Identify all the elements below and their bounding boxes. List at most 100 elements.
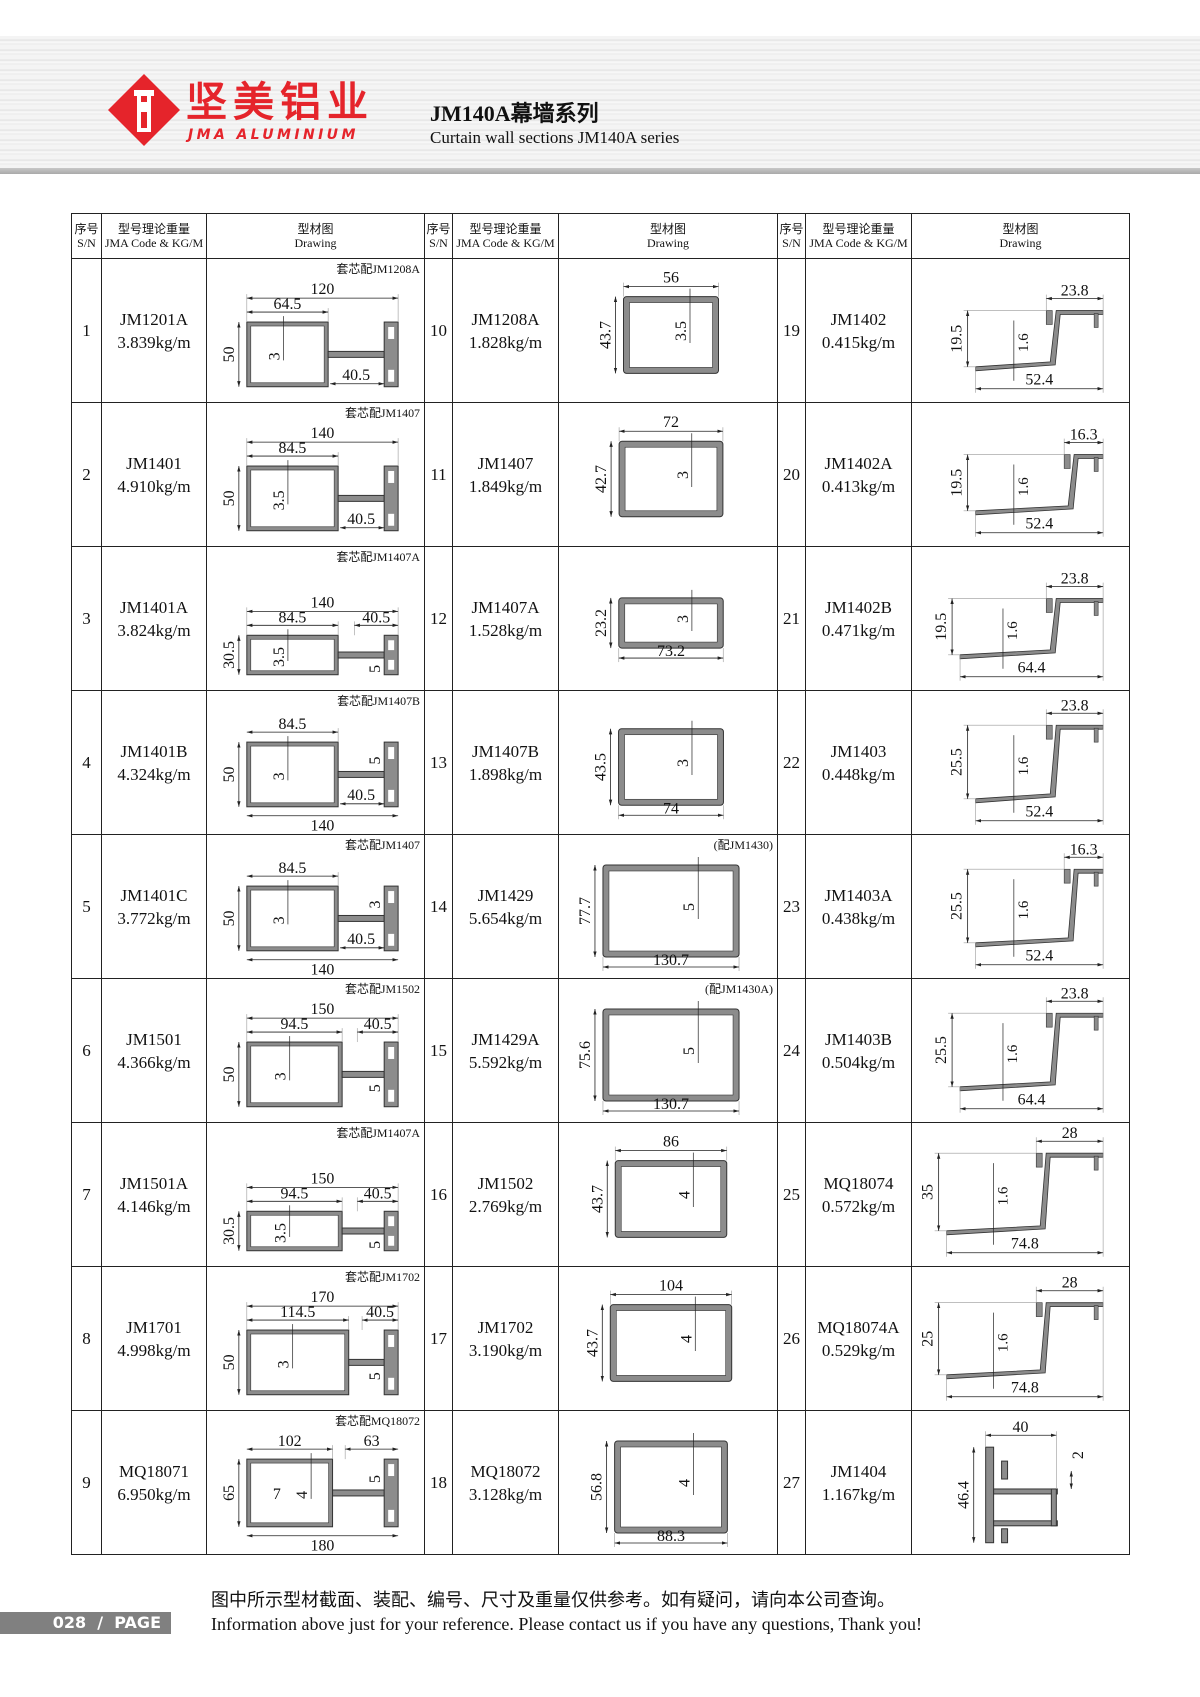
- assembly-note: 套芯配JM1208A: [336, 262, 420, 276]
- tee-hook: [1001, 1460, 1009, 1480]
- profile-lip: [1093, 1015, 1099, 1031]
- profile-channel: [383, 1210, 399, 1252]
- profile-weight: 3.128kg/m: [468, 1484, 543, 1504]
- channel-slot: [388, 747, 395, 760]
- dim-wall: 3.5: [271, 490, 288, 510]
- dim-total: 120: [311, 281, 335, 298]
- profile-code: JM1401C: [120, 885, 188, 905]
- dim-height: 23.2: [593, 609, 610, 637]
- dim-height: 43.5: [593, 753, 610, 781]
- dim-right: 40.5: [342, 367, 370, 384]
- serial-number: 9: [71, 1410, 102, 1555]
- profile-weight: 6.950kg/m: [117, 1484, 191, 1504]
- flashing-profile: [975, 868, 1104, 948]
- dim-height: 19.5: [933, 613, 950, 641]
- serial-number: 7: [71, 1122, 102, 1267]
- channel-slot: [388, 1047, 395, 1059]
- profile-web: [337, 914, 385, 922]
- dim-height: 50: [221, 1066, 238, 1082]
- serial-number: 22: [777, 690, 806, 835]
- sn-header-en: S/N: [77, 236, 96, 250]
- dim-bottom: 52.4: [1025, 948, 1053, 965]
- assembly-note: 套芯配JM1407B: [337, 694, 420, 708]
- dim-wall: 3: [276, 1360, 293, 1368]
- drawing-header-en: Drawing: [294, 236, 337, 250]
- page-title: JM140A幕墙系列: [430, 101, 599, 126]
- dim-extra: 5: [367, 1241, 384, 1249]
- dim-height: 42.7: [593, 465, 610, 493]
- assembly-note: 套芯配JM1502: [345, 982, 420, 996]
- flashing-profile: [975, 310, 1104, 372]
- channel-slot: [388, 1335, 395, 1347]
- dim-height: 50: [221, 910, 238, 926]
- dim-top: 23.8: [1061, 571, 1089, 588]
- profile-weight: 0.413kg/m: [821, 476, 896, 496]
- tube-hollow: [608, 1014, 734, 1096]
- profile-code: JM1402B: [824, 597, 893, 617]
- serial-number: 18: [424, 1410, 453, 1555]
- dim-wall: 3: [271, 772, 288, 780]
- profile-weight: 1.828kg/m: [468, 332, 543, 352]
- dim-left: 94.5: [281, 1185, 309, 1202]
- profile-weight: 1.528kg/m: [468, 620, 543, 640]
- channel-slot: [388, 1509, 395, 1522]
- channel-slot: [388, 513, 395, 526]
- profile-weight: 3.824kg/m: [117, 620, 191, 640]
- flashing-profile: [946, 1152, 1104, 1236]
- dim-left: 84.5: [279, 860, 307, 877]
- profile-code: JM1429: [477, 885, 534, 905]
- dim-wall: 4: [678, 1335, 695, 1343]
- dim-height: 25.5: [949, 892, 966, 920]
- dim-right: 40.5: [347, 787, 375, 804]
- profile-hook: [1045, 1012, 1053, 1028]
- profile-weight: 0.529kg/m: [821, 1340, 896, 1360]
- serial-number: 12: [424, 546, 453, 691]
- profile-chamber-hollow: [250, 1045, 339, 1104]
- profile-web: [337, 494, 385, 502]
- serial-number: 8: [71, 1266, 102, 1411]
- profile-weight: 1.849kg/m: [468, 476, 543, 496]
- profile-chamber-hollow: [250, 1333, 346, 1392]
- page-number: 028 / PAGE: [0, 1612, 171, 1634]
- dim-width: 40: [1013, 1419, 1029, 1436]
- channel-slot: [388, 1216, 395, 1227]
- dim-width: 130.7: [653, 1096, 689, 1113]
- dim-thickness: 1.6: [1016, 756, 1032, 775]
- dim-wall: 4: [677, 1479, 694, 1487]
- dim-left: 84.5: [279, 440, 307, 457]
- profile-lip: [1093, 727, 1099, 743]
- dim-height: 46.4: [956, 1481, 973, 1509]
- dim-height: 50: [221, 490, 238, 506]
- dim-right: 40.5: [364, 1185, 392, 1202]
- profile-web: [332, 1489, 385, 1497]
- dim-wall: 3.5: [273, 1223, 290, 1243]
